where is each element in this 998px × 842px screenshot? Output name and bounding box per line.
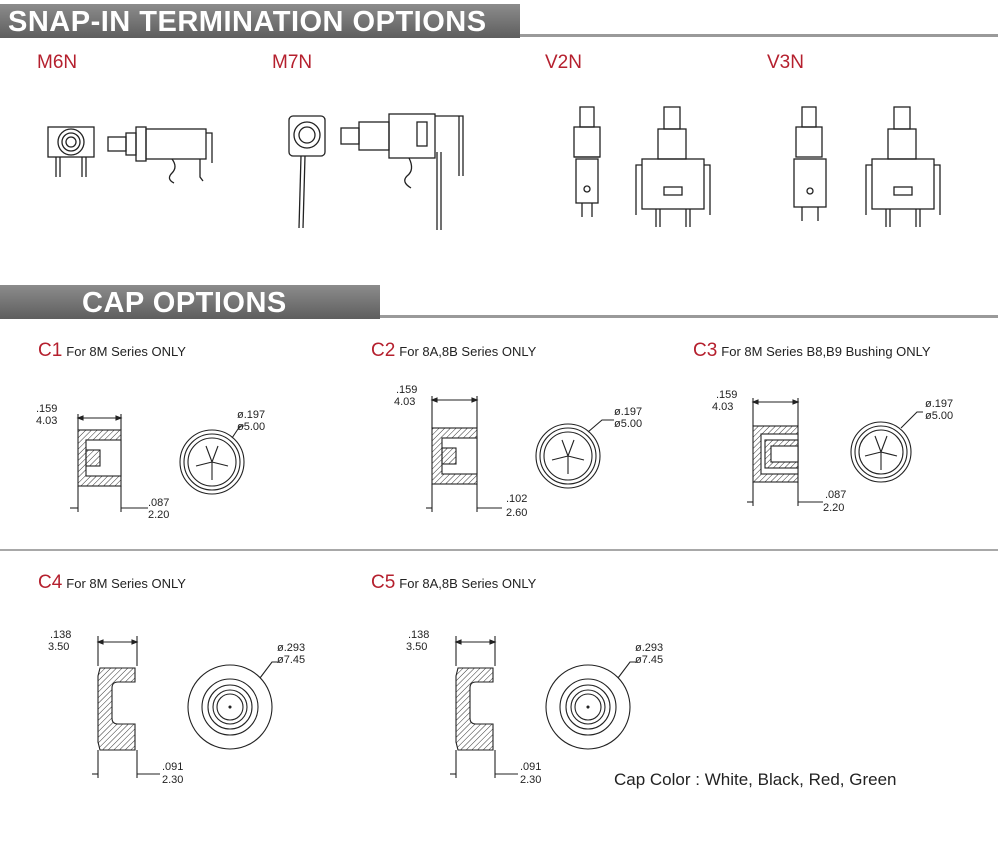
c2-width-mm: 4.03	[394, 396, 416, 408]
snap-in-section-header: SNAP-IN TERMINATION OPTIONS	[0, 4, 998, 38]
v3n-drawing	[793, 106, 941, 227]
c2-dia-mm: ø5.00	[614, 418, 643, 430]
header-rule	[520, 34, 998, 37]
c3-width-mm: 4.03	[712, 401, 734, 413]
v2n-drawing	[573, 106, 711, 227]
cap-note: For 8M Series ONLY	[66, 576, 186, 591]
section-title: SNAP-IN TERMINATION OPTIONS	[8, 6, 487, 38]
c1-depth-in: .087	[148, 497, 170, 509]
c4-cap-drawing	[92, 636, 278, 778]
c2-cap-drawing	[426, 396, 614, 512]
cap-section-header: CAP OPTIONS	[0, 285, 998, 319]
c5-dia-in: ø.293	[635, 642, 664, 654]
option-m6n-label: M6N	[37, 52, 78, 73]
c4-depth-mm: 2.30	[162, 774, 184, 786]
option-v3n-label: V3N	[767, 52, 804, 73]
c3-depth-mm: 2.20	[823, 502, 845, 514]
section-title: CAP OPTIONS	[82, 287, 287, 319]
cap-note: For 8M Series B8,B9 Bushing ONLY	[721, 344, 931, 359]
header-rule	[380, 315, 998, 318]
c5-cap-drawing	[450, 636, 636, 778]
c5-width-in: .138	[408, 629, 430, 641]
m7n-drawing	[288, 113, 464, 230]
c1-depth-mm: 2.20	[148, 509, 170, 521]
cap-code: C4	[38, 572, 63, 593]
cap-note: For 8A,8B Series ONLY	[399, 576, 537, 591]
header-bar	[0, 285, 380, 319]
cap-code: C2	[371, 340, 396, 361]
c2-dia-in: ø.197	[614, 406, 643, 418]
c2-depth-in: .102	[506, 493, 528, 505]
c4-depth-in: .091	[162, 761, 184, 773]
section-divider	[0, 549, 998, 551]
c3-cap-drawing	[747, 398, 923, 506]
c3-dia-in: ø.197	[925, 398, 954, 410]
header-bar	[0, 4, 520, 38]
c3-dia-mm: ø5.00	[925, 410, 954, 422]
c1-cap-drawing	[70, 414, 245, 512]
c5-width-mm: 3.50	[406, 641, 428, 653]
c1-dia-in: ø.197	[237, 409, 266, 421]
c1-width-in: .159	[36, 403, 58, 415]
c3-depth-in: .087	[825, 489, 847, 501]
cap-code: C1	[38, 340, 63, 361]
c3-width-in: .159	[716, 389, 738, 401]
c1-width-mm: 4.03	[36, 415, 58, 427]
c2-depth-mm: 2.60	[506, 507, 528, 519]
c4-dia-mm: ø7.45	[277, 654, 306, 666]
cap-note: For 8M Series ONLY	[66, 344, 186, 359]
c1-dia-mm: ø5.00	[237, 421, 266, 433]
option-m7n-label: M7N	[272, 52, 313, 73]
cap-note: For 8A,8B Series ONLY	[399, 344, 537, 359]
cap-code: C3	[693, 340, 718, 361]
c4-dia-in: ø.293	[277, 642, 306, 654]
c5-depth-mm: 2.30	[520, 774, 542, 786]
option-v2n-label: V2N	[545, 52, 582, 73]
cap-code: C5	[371, 572, 396, 593]
c2-width-in: .159	[396, 384, 418, 396]
c5-depth-in: .091	[520, 761, 542, 773]
c4-width-in: .138	[50, 629, 72, 641]
cap-color-note: Cap Color : White, Black, Red, Green	[614, 770, 897, 789]
c4-width-mm: 3.50	[48, 641, 70, 653]
c5-dia-mm: ø7.45	[635, 654, 664, 666]
m6n-drawing	[47, 126, 213, 184]
